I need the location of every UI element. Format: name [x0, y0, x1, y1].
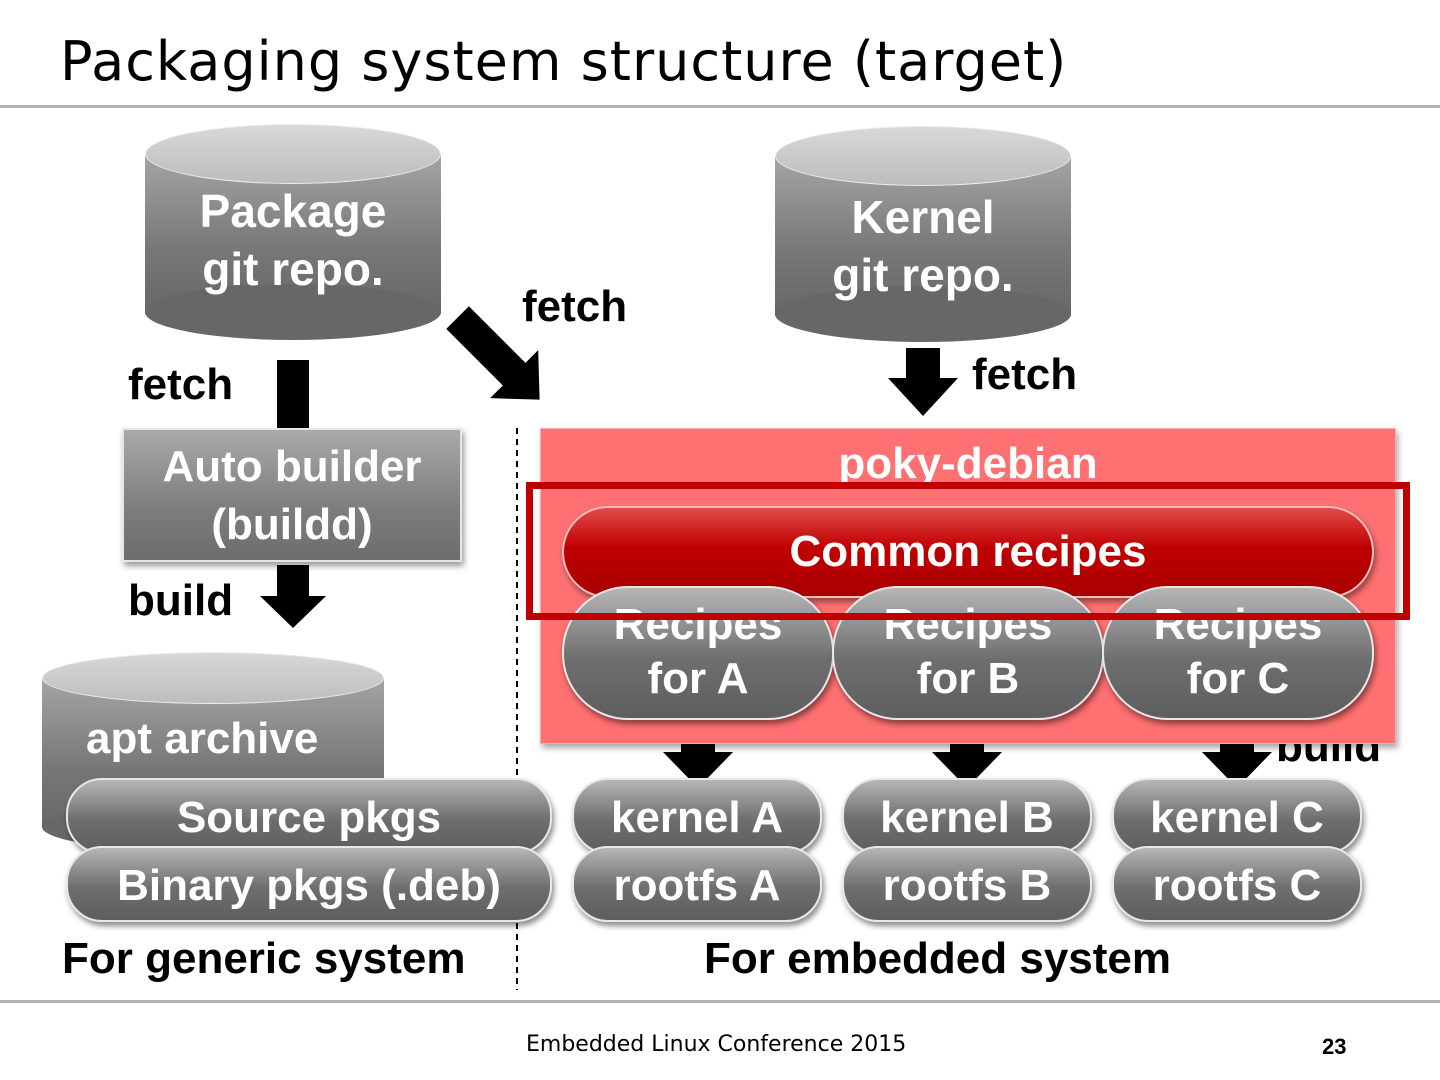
- package-repo-line2: git repo.: [202, 243, 384, 295]
- footer-rule: [0, 1000, 1440, 1003]
- kernel-repo-line2: git repo.: [832, 249, 1014, 301]
- footer-text: Embedded Linux Conference 2015: [526, 1032, 907, 1057]
- page-number: 23: [1322, 1034, 1347, 1059]
- caption-generic: For generic system: [62, 934, 466, 983]
- slide-title: Packaging system structure (target): [60, 30, 1068, 93]
- kernel-repo-line1: Kernel: [851, 191, 995, 243]
- auto-builder-line1: Auto builder: [162, 442, 422, 491]
- recipes-c-line1: Recipes: [1153, 600, 1323, 649]
- auto-builder-box: Auto builder (buildd): [122, 428, 462, 562]
- kernel-b-pill: kernel B: [842, 778, 1092, 854]
- common-recipes-pill: Common recipes: [562, 506, 1374, 598]
- rootfs-b-pill: rootfs B: [842, 846, 1092, 922]
- title-rule: [0, 105, 1440, 108]
- recipes-a-pill: Recipes for A: [562, 586, 834, 720]
- recipes-c-line2: for C: [1186, 654, 1290, 703]
- fetch-label-kernel: fetch: [972, 350, 1078, 399]
- arrow-build-b: [932, 718, 1002, 788]
- kernel-repo-cylinder: Kernel git repo.: [775, 126, 1071, 342]
- package-repo-cylinder: Package git repo.: [145, 124, 441, 340]
- source-pkgs-pill: Source pkgs: [66, 778, 552, 854]
- fetch-label-left: fetch: [128, 360, 234, 409]
- kernel-c-pill: kernel C: [1112, 778, 1362, 854]
- rootfs-c-pill: rootfs C: [1112, 846, 1362, 922]
- recipes-c-pill: Recipes for C: [1102, 586, 1374, 720]
- arrow-build-c: [1202, 718, 1272, 788]
- rootfs-a-pill: rootfs A: [572, 846, 822, 922]
- recipes-b-line2: for B: [916, 654, 1020, 703]
- recipes-a-line1: Recipes: [613, 600, 783, 649]
- arrow-build-left: [260, 565, 326, 628]
- recipes-b-line1: Recipes: [883, 600, 1053, 649]
- recipes-a-line2: for A: [647, 654, 749, 703]
- auto-builder-line2: (buildd): [211, 500, 373, 549]
- highlight-frame: [526, 482, 1410, 620]
- poky-debian-label: poky-debian: [838, 439, 1098, 488]
- arrow-fetch-kernel: [888, 348, 958, 416]
- build-label-left: build: [128, 576, 234, 625]
- package-repo-line1: Package: [199, 185, 387, 237]
- fetch-label-diagonal: fetch: [522, 282, 628, 331]
- arrow-fetch-diagonal: [446, 306, 540, 400]
- apt-archive-label: apt archive: [86, 714, 319, 763]
- recipes-b-pill: Recipes for B: [832, 586, 1104, 720]
- arrow-fetch-left: [277, 360, 309, 430]
- arrow-build-a: [663, 718, 733, 788]
- kernel-a-pill: kernel A: [572, 778, 822, 854]
- caption-embedded: For embedded system: [704, 934, 1172, 983]
- binary-pkgs-pill: Binary pkgs (.deb): [66, 846, 552, 922]
